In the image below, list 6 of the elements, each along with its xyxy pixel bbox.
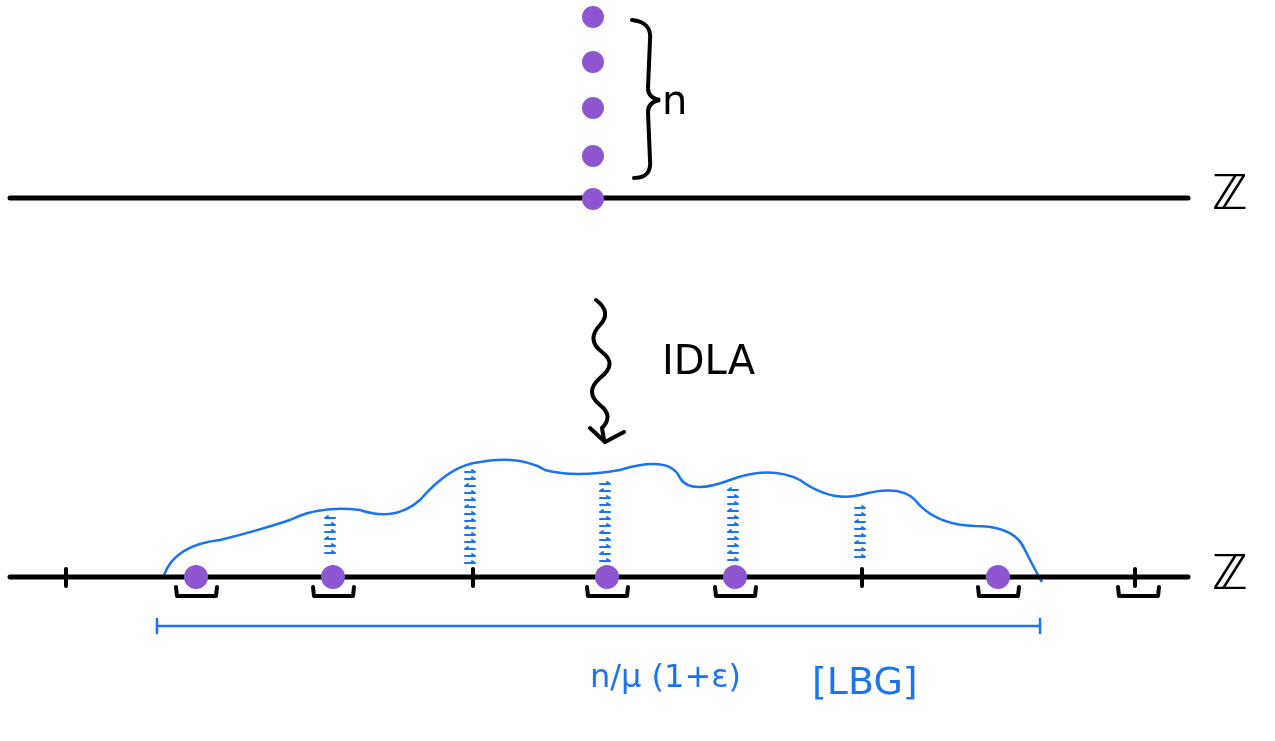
formula-label: n/μ (1+ε) bbox=[590, 660, 742, 692]
set-symbol: ℤ bbox=[1212, 548, 1248, 596]
reference-label: [LBG] bbox=[812, 662, 918, 700]
set-symbol: ℤ bbox=[1212, 168, 1248, 216]
variable-label: n bbox=[662, 80, 688, 120]
process-label: IDLA bbox=[662, 340, 756, 380]
